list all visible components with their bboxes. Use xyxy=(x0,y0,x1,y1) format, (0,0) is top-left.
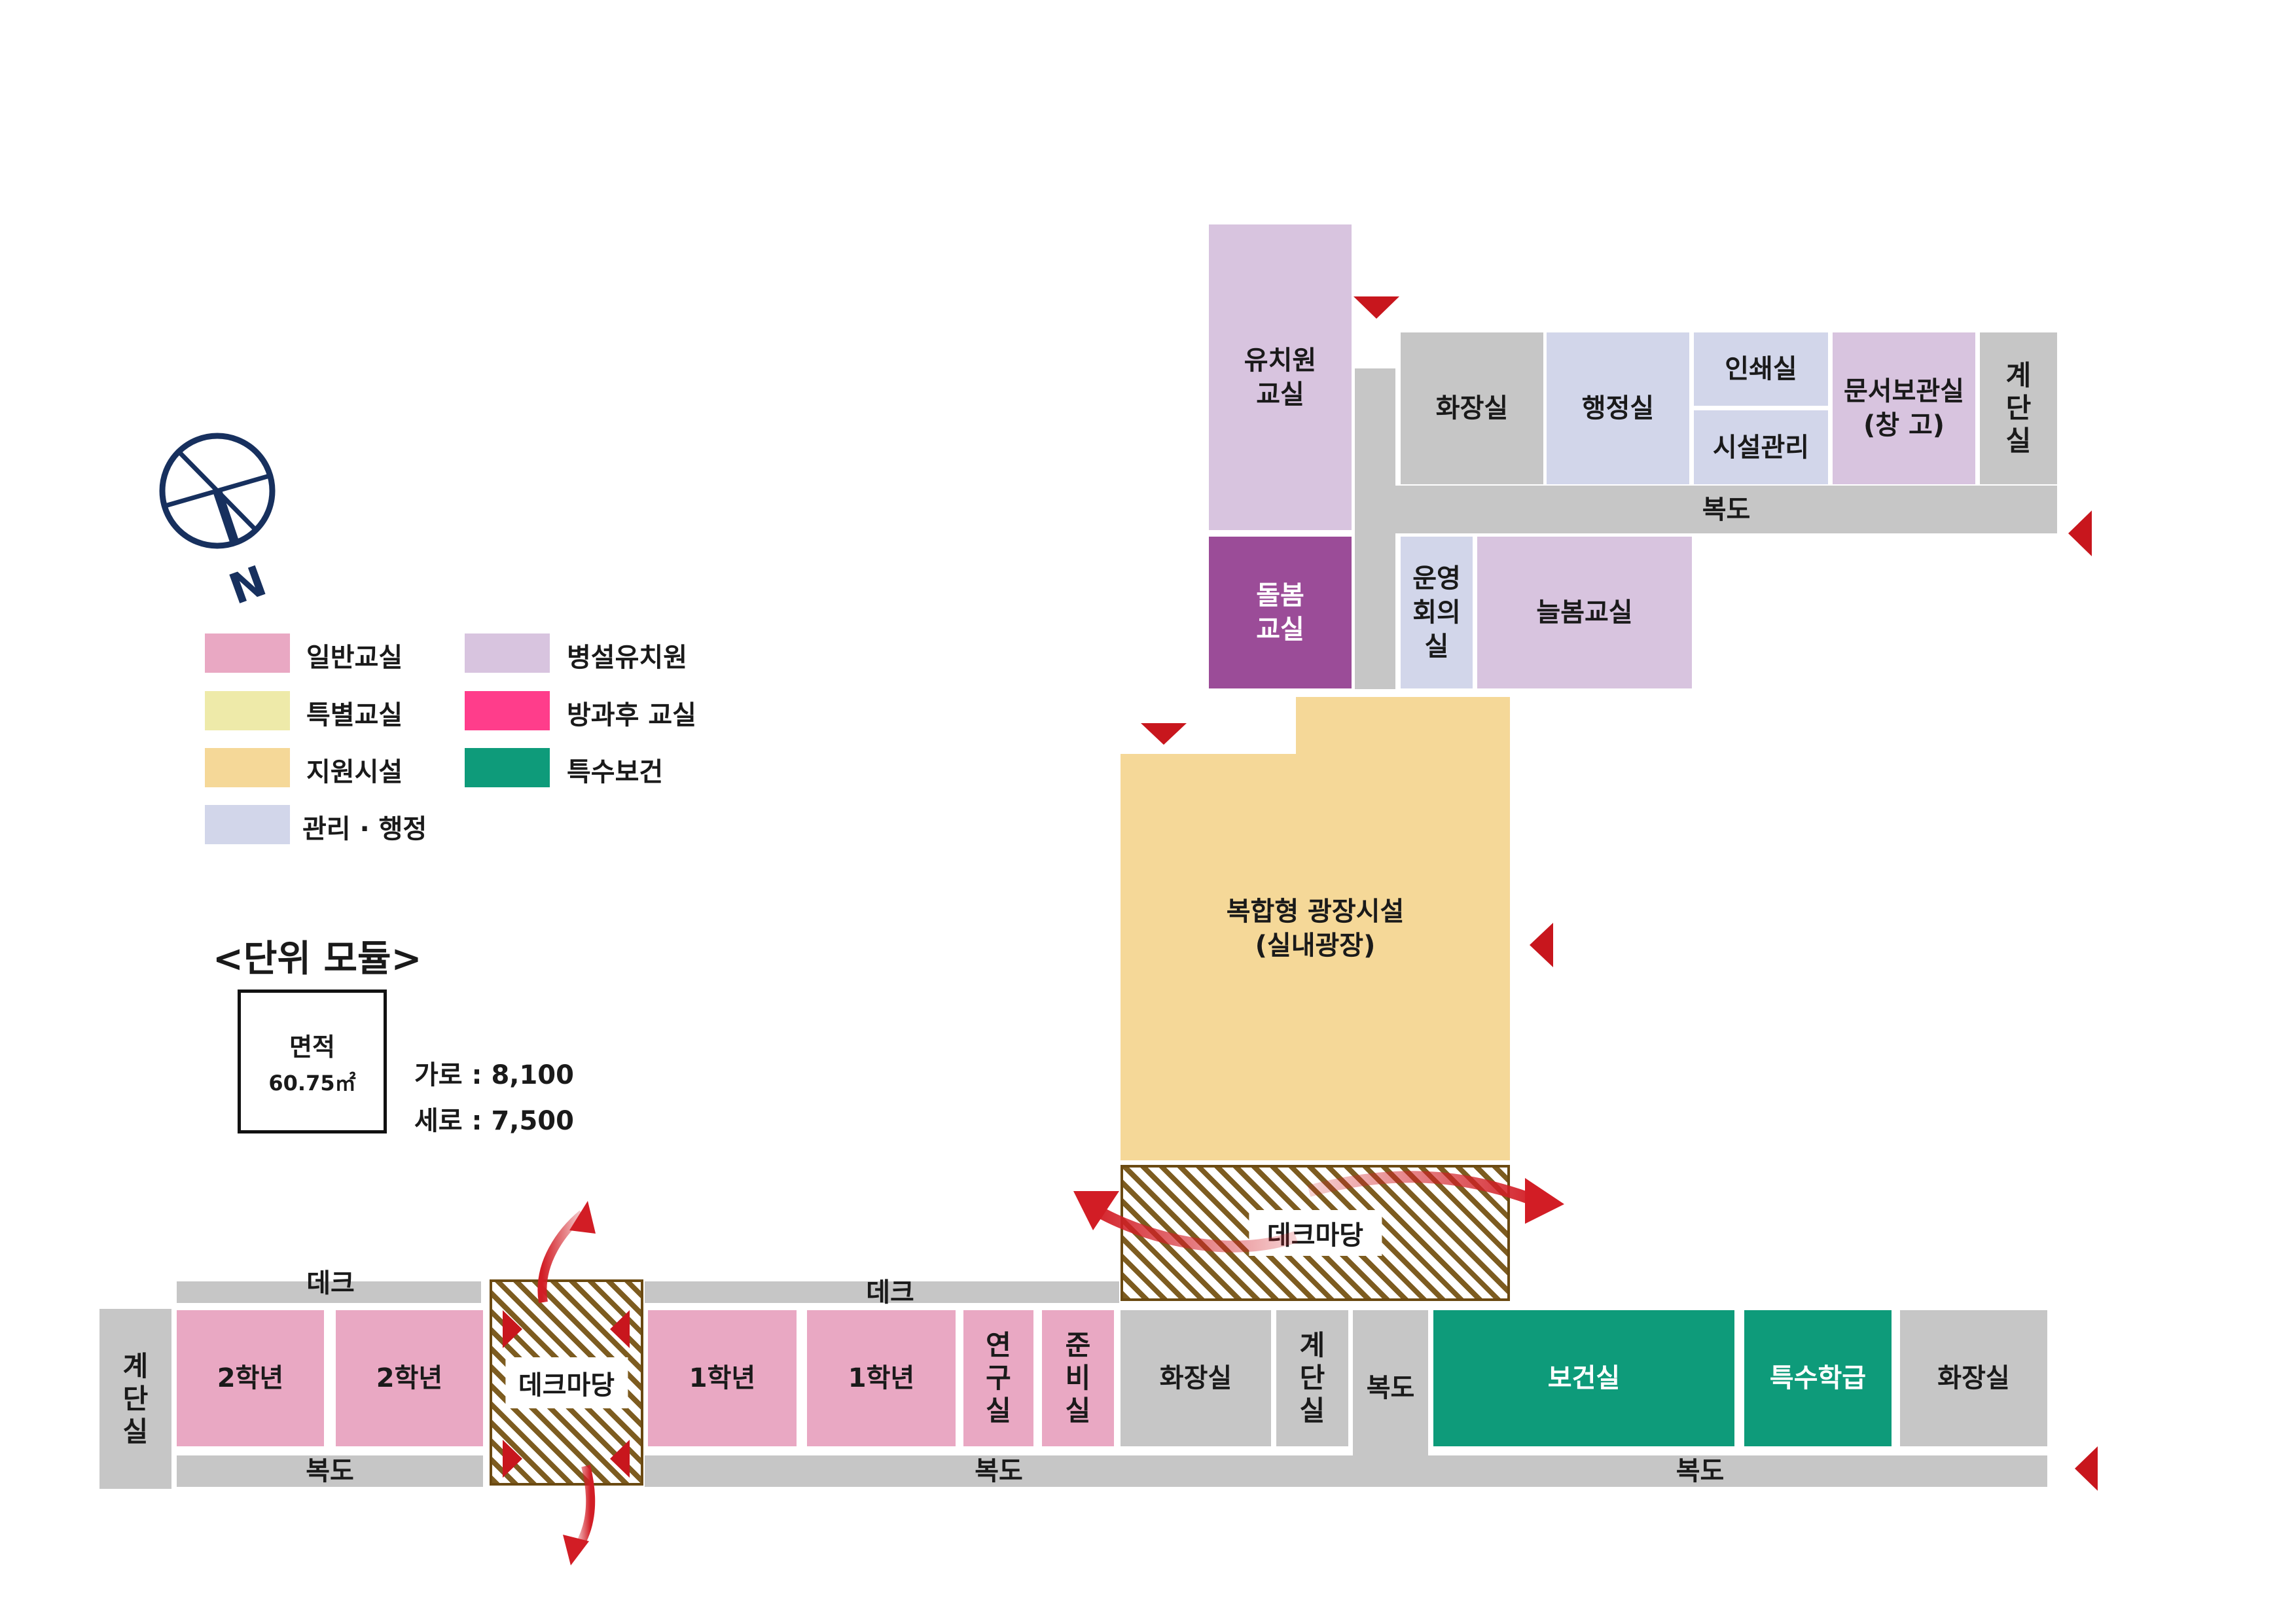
flow-arrow-right xyxy=(1307,1171,1547,1210)
room-stair-top: 계 단 실 xyxy=(1980,332,2057,484)
room-health: 보건실 xyxy=(1433,1310,1734,1446)
corridor-mid: 복도 xyxy=(1353,1310,1428,1466)
deck-strip-right xyxy=(645,1281,1119,1303)
legend-label-special: 특별교실 xyxy=(306,700,403,730)
legend-swatch-special-health xyxy=(465,748,550,787)
deck-marker xyxy=(503,1440,522,1478)
room-print: 인쇄실 xyxy=(1694,332,1828,406)
room-grade1-b: 1학년 xyxy=(807,1310,956,1446)
unit-module-area-label: 면적 xyxy=(289,1032,335,1061)
corridor-bottom-mid: 복도 xyxy=(645,1455,1353,1487)
room-toilet-top: 화장실 xyxy=(1401,332,1543,484)
entrance-marker xyxy=(1141,723,1187,745)
unit-module-title: <단위 모듈> xyxy=(213,938,422,980)
legend-label-special-health: 특수보건 xyxy=(567,757,664,787)
legend-swatch-admin xyxy=(205,805,290,844)
entrance-marker xyxy=(2068,510,2092,556)
room-care: 돌봄 교실 xyxy=(1209,537,1352,688)
room-grade2-a: 2학년 xyxy=(177,1310,324,1446)
deck-marker xyxy=(503,1310,522,1348)
room-facility: 시설관리 xyxy=(1694,410,1828,484)
room-research: 연 구 실 xyxy=(963,1310,1033,1446)
legend-label-kindergarten: 병설유치원 xyxy=(567,643,687,673)
room-archive: 문서보관실 (창 고) xyxy=(1833,332,1975,484)
room-meeting: 운영 회의실 xyxy=(1401,537,1473,688)
entrance-marker xyxy=(1530,923,1553,967)
unit-module-area-value: 60.75㎡ xyxy=(268,1070,356,1096)
entrance-marker xyxy=(2075,1446,2098,1491)
deck-label-right: 데크 xyxy=(866,1277,914,1308)
room-toilet-right: 화장실 xyxy=(1900,1310,2047,1446)
deck-plaza-bottom-label: 데크마당 xyxy=(505,1357,628,1408)
room-stair-left: 계 단 실 xyxy=(99,1309,171,1489)
room-special-class: 특수학급 xyxy=(1744,1310,1892,1446)
legend-label-general: 일반교실 xyxy=(306,643,403,673)
room-kindergarten: 유치원 교실 xyxy=(1209,224,1352,530)
legend-swatch-general xyxy=(205,633,290,673)
room-plaza: 복합형 광장시설 (실내광장) xyxy=(1121,697,1510,1160)
deck-strip-left xyxy=(177,1281,481,1303)
compass xyxy=(159,433,276,549)
room-prep: 준 비 실 xyxy=(1042,1310,1114,1446)
corridor-vertical xyxy=(1355,368,1395,689)
unit-module-height: 세로 : 7,500 xyxy=(414,1106,574,1136)
room-admin: 행정실 xyxy=(1547,332,1689,484)
room-nulbom: 늘봄교실 xyxy=(1477,537,1692,688)
room-grade1-a: 1학년 xyxy=(648,1310,797,1446)
flow-arrow-up xyxy=(537,1210,586,1304)
deck-marker xyxy=(610,1440,630,1478)
unit-module-width: 가로 : 8,100 xyxy=(414,1060,574,1090)
legend-swatch-afterschool xyxy=(465,691,550,730)
legend-swatch-special xyxy=(205,691,290,730)
legend-swatch-kindergarten xyxy=(465,633,550,673)
flow-arrow-down xyxy=(572,1465,596,1554)
corridor-bottom-right: 복도 xyxy=(1353,1455,2047,1487)
legend-label-admin: 관리 · 행정 xyxy=(302,814,427,844)
deck-plaza-bottom: 데크마당 xyxy=(490,1279,643,1486)
entrance-marker xyxy=(1354,296,1399,319)
unit-module-box: 면적 60.75㎡ xyxy=(238,990,387,1133)
legend-label-afterschool: 방과후 교실 xyxy=(567,700,696,730)
room-grade2-b: 2학년 xyxy=(336,1310,483,1446)
deck-label-left: 데크 xyxy=(306,1268,355,1298)
flow-arrow-left xyxy=(1083,1199,1298,1253)
deck-marker xyxy=(610,1310,630,1348)
corridor-top: 복도 xyxy=(1395,486,2057,533)
corridor-bottom-left: 복도 xyxy=(177,1455,483,1487)
legend-swatch-support xyxy=(205,748,290,787)
room-stair-mid: 계 단 실 xyxy=(1276,1310,1348,1446)
room-toilet-mid: 화장실 xyxy=(1121,1310,1271,1446)
legend-label-support: 지원시설 xyxy=(306,757,403,787)
